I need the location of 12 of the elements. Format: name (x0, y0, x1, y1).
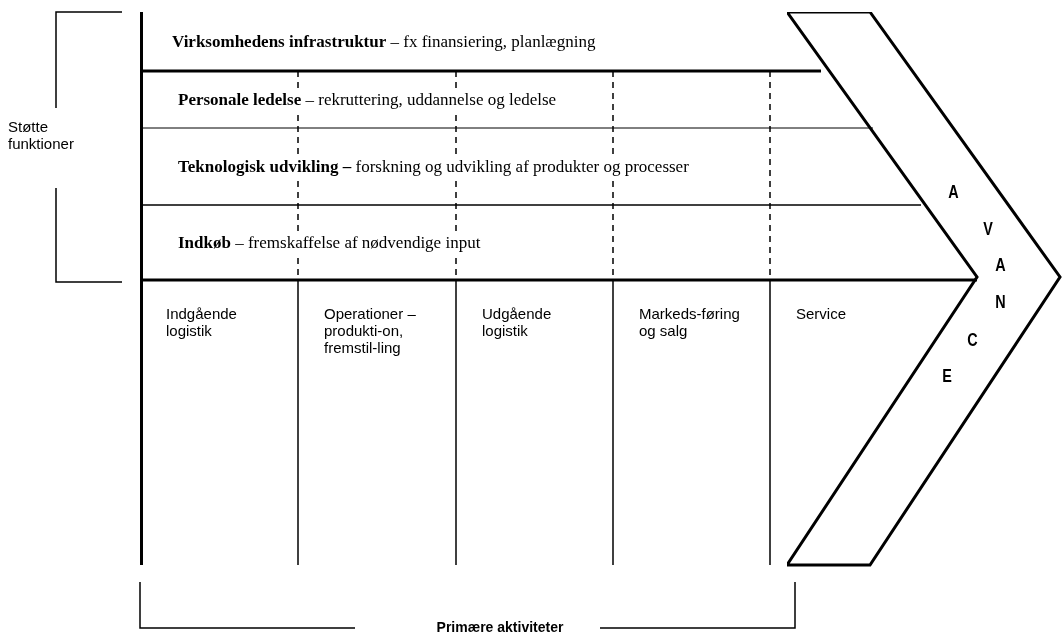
primary-activity-text: Indgående logistik (166, 305, 238, 339)
margin-letter: V (983, 219, 993, 239)
margin-letter: E (942, 366, 952, 386)
margin-letter: C (967, 330, 978, 350)
primary-activity-text: Operationer – produkti-on, fremstil-ling (324, 305, 417, 356)
primary-activity-text: Udgående logistik (482, 305, 553, 339)
support-activity-text: Teknologisk udvikling – forskning og udvikling af produkter og processer (176, 156, 691, 177)
margin-letter: N (995, 292, 1006, 312)
margin-letter: A (948, 182, 959, 202)
margin-letter: A (995, 255, 1006, 275)
primary-activity-text: Service (796, 305, 848, 322)
primary-activity-text: Markeds-føring og salg (639, 305, 741, 339)
